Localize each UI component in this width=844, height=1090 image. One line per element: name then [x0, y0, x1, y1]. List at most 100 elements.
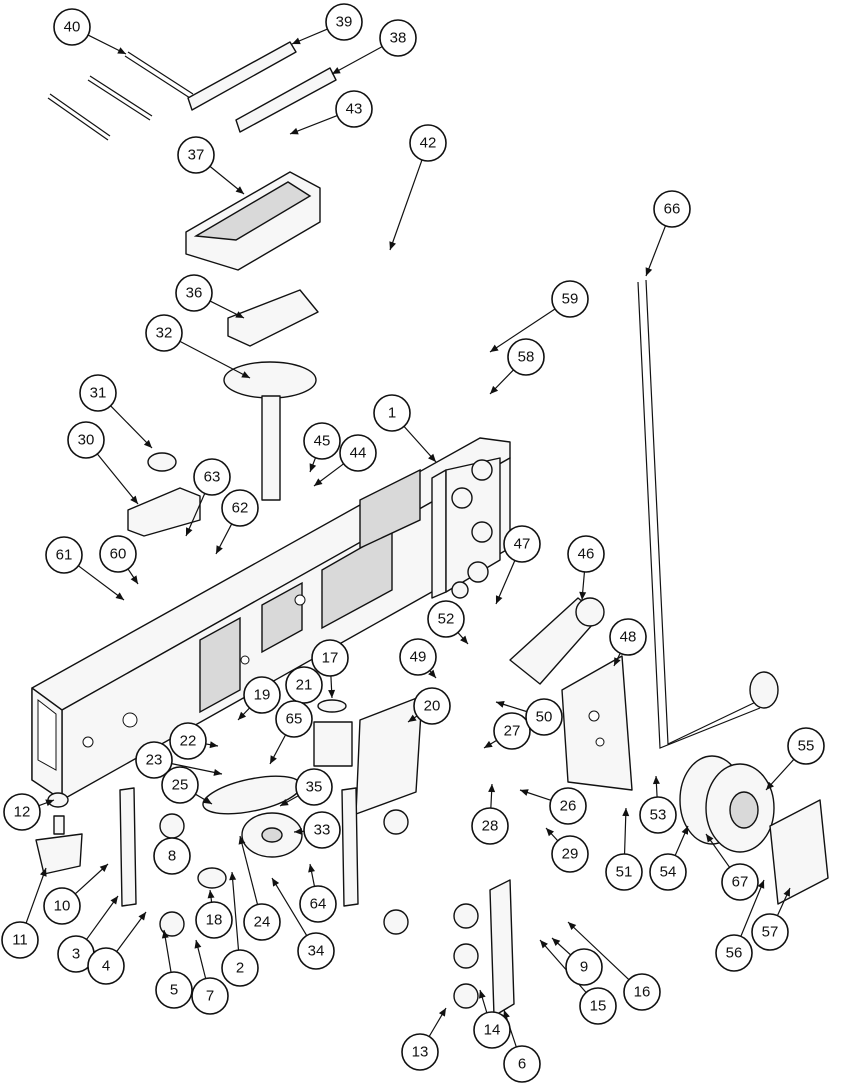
balloon-label: 42 — [420, 135, 437, 152]
callout-balloon-63: 63 — [193, 458, 231, 496]
balloon-circle — [175, 274, 213, 312]
balloon-label: 23 — [146, 752, 163, 769]
balloon-label: 18 — [206, 912, 223, 929]
balloon-label: 6 — [518, 1056, 526, 1073]
callout-balloon-67: 67 — [721, 863, 759, 901]
leader-arrow-46 — [579, 591, 587, 600]
leader-arrow-10 — [99, 864, 108, 872]
callout-balloon-48: 48 — [609, 618, 647, 656]
callout-balloon-1: 1 — [373, 394, 411, 432]
balloon-label: 8 — [168, 848, 176, 865]
leader-line-11 — [25, 867, 47, 924]
balloon-circle — [751, 913, 789, 951]
balloon-circle — [177, 136, 215, 174]
balloon-circle — [605, 853, 643, 891]
callout-balloon-27: 27 — [493, 712, 531, 750]
callout-balloon-59: 59 — [551, 280, 589, 318]
balloon-circle — [379, 19, 417, 57]
leader-line-32 — [179, 340, 251, 379]
callout-balloon-53: 53 — [639, 796, 677, 834]
balloon-circle — [399, 638, 437, 676]
callout-balloons: 1234567891011121314151617181920212223242… — [1, 3, 825, 1083]
balloon-circle — [311, 639, 349, 677]
balloon-circle — [303, 422, 341, 460]
balloon-label: 63 — [204, 469, 221, 486]
balloon-circle — [285, 666, 323, 704]
leader-arrow-58 — [490, 385, 499, 394]
balloon-label: 53 — [650, 807, 667, 824]
balloon-circle — [299, 885, 337, 923]
callout-balloon-9: 9 — [565, 948, 603, 986]
callout-balloon-24: 24 — [243, 903, 281, 941]
balloon-label: 14 — [484, 1022, 501, 1039]
leader-line-66 — [645, 225, 667, 277]
callout-balloon-4: 4 — [87, 947, 125, 985]
balloon-circle — [579, 987, 617, 1025]
callout-balloon-30: 30 — [67, 421, 105, 459]
callout-balloon-45: 45 — [303, 422, 341, 460]
balloon-label: 19 — [254, 687, 271, 704]
balloon-label: 49 — [410, 649, 427, 666]
leader-arrow-54 — [681, 826, 689, 835]
balloon-label: 9 — [580, 959, 588, 976]
balloon-circle — [623, 973, 661, 1011]
balloon-circle — [549, 787, 587, 825]
callout-balloon-28: 28 — [471, 807, 509, 845]
leader-arrow-17 — [328, 689, 336, 698]
balloon-label: 59 — [562, 291, 579, 308]
balloon-circle — [649, 853, 687, 891]
leader-arrow-28 — [488, 784, 496, 793]
balloon-label: 24 — [254, 914, 271, 931]
callout-balloon-38: 38 — [379, 19, 417, 57]
balloon-label: 17 — [322, 650, 339, 667]
balloon-circle — [169, 722, 207, 760]
balloon-circle — [135, 741, 173, 779]
balloon-label: 4 — [102, 958, 110, 975]
leader-arrow-45 — [309, 463, 317, 472]
balloon-label: 16 — [634, 984, 651, 1001]
leader-arrow-30 — [130, 495, 138, 504]
leader-arrow-14 — [478, 990, 486, 999]
callout-balloon-36: 36 — [175, 274, 213, 312]
balloon-circle — [67, 421, 105, 459]
leader-line-31 — [110, 405, 153, 449]
leader-arrow-66 — [645, 267, 653, 276]
balloon-circle — [243, 676, 281, 714]
balloon-circle — [427, 600, 465, 638]
leader-arrow-32 — [241, 371, 250, 378]
callout-balloon-55: 55 — [787, 727, 825, 765]
leader-line-34 — [271, 877, 308, 936]
callout-balloon-49: 49 — [399, 638, 437, 676]
leader-arrow-20 — [408, 714, 417, 722]
leader-line-42 — [389, 159, 423, 251]
turntable-assembly — [679, 755, 829, 905]
balloon-label: 22 — [180, 733, 197, 750]
balloon-label: 21 — [296, 677, 313, 694]
callout-balloon-65: 65 — [275, 700, 313, 738]
leader-arrow-4 — [138, 912, 146, 921]
callout-balloon-51: 51 — [605, 853, 643, 891]
callout-balloon-39: 39 — [325, 3, 363, 41]
leader-arrow-63 — [186, 527, 193, 536]
callout-balloon-8: 8 — [153, 837, 191, 875]
leader-line-61 — [78, 565, 125, 601]
callout-balloon-66: 66 — [653, 190, 691, 228]
balloon-circle — [79, 374, 117, 412]
balloon-label: 26 — [560, 798, 577, 815]
leader-arrow-15 — [540, 940, 548, 949]
leader-arrow-43 — [290, 127, 299, 135]
callout-balloon-52: 52 — [427, 600, 465, 638]
balloon-label: 28 — [482, 818, 499, 835]
balloon-circle — [503, 1045, 541, 1083]
leader-arrow-18 — [207, 890, 215, 899]
leader-arrow-53 — [652, 776, 660, 785]
callout-balloon-11: 11 — [1, 921, 39, 959]
motor-assembly — [509, 597, 633, 791]
callout-balloon-20: 20 — [413, 687, 451, 725]
balloon-circle — [43, 887, 81, 925]
leader-arrow-12 — [45, 799, 54, 807]
balloon-circle — [373, 394, 411, 432]
callout-balloon-32: 32 — [145, 314, 183, 352]
